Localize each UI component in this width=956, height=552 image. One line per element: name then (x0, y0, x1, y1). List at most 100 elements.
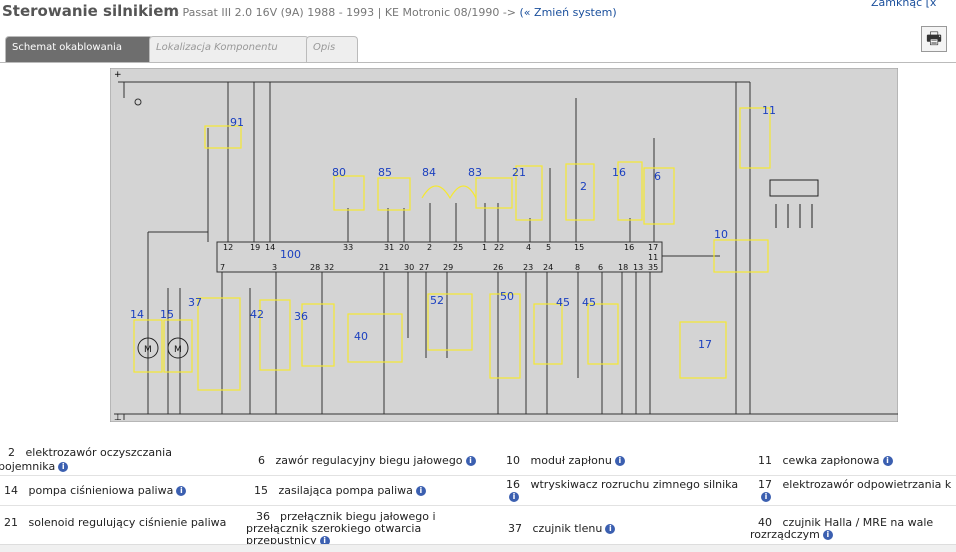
legend-text: czujnik Halla / MRE na wale (782, 516, 934, 529)
info-icon[interactable]: i (415, 486, 426, 496)
svg-text:14: 14 (265, 243, 275, 252)
info-icon[interactable]: i (319, 536, 330, 546)
svg-text:31: 31 (384, 243, 394, 252)
legend-num: 40 (758, 516, 772, 529)
diagram-label-2: 2 (580, 180, 587, 193)
tab-description[interactable]: Opis (306, 36, 358, 62)
svg-text:2: 2 (427, 243, 432, 252)
legend-num: 6 (258, 454, 265, 467)
svg-text:4: 4 (526, 243, 531, 252)
ecu-label: 100 (280, 248, 301, 261)
diagram-label-52: 52 (430, 294, 444, 307)
svg-text:+: + (114, 70, 122, 80)
legend-text-2: przełącznik szerokiego otwarcia (246, 522, 422, 535)
change-system-link[interactable]: (« Zmień system) (519, 6, 617, 19)
info-icon[interactable]: i (882, 456, 893, 466)
tab-wiring-diagram[interactable]: Schemat okablowania (5, 36, 153, 62)
svg-text:20: 20 (399, 243, 409, 252)
legend-num: 15 (254, 484, 268, 497)
page-title: Sterowanie silnikiem (2, 2, 179, 20)
diagram-label-42: 42 (250, 308, 264, 321)
header: Sterowanie silnikiem - Passat III 2.0 16… (0, 0, 956, 30)
legend-num: 36 (256, 510, 270, 523)
svg-text:6: 6 (598, 263, 603, 272)
svg-text:5: 5 (546, 243, 551, 252)
diagram-label-50: 50 (500, 290, 514, 303)
legend-item: przełącznik biegu jałowego i (280, 510, 490, 524)
footer-strip (0, 544, 956, 552)
info-icon[interactable]: i (176, 486, 187, 496)
legend-text: elektrozawór oczyszczania (25, 446, 172, 459)
legend-item-cont: przełącznik szerokiego otwarcia (246, 522, 496, 536)
close-link[interactable]: Zamknąć [x (871, 0, 937, 9)
svg-text:33: 33 (343, 243, 353, 252)
svg-text:26: 26 (493, 263, 503, 272)
print-icon[interactable]: 🖶 (921, 26, 947, 52)
legend-text: elektrozawór odpowietrzania k (782, 478, 952, 491)
vehicle-subtitle: - Passat III 2.0 16V (9A) 1988 - 1993 | … (175, 6, 617, 19)
legend-text: zawór regulacyjny biegu jałowego (275, 454, 463, 467)
legend-info-wrap: i (758, 490, 788, 504)
svg-text:25: 25 (453, 243, 463, 252)
legend-text: wtryskiwacz rozruchu zimnego silnika (530, 478, 739, 491)
info-icon[interactable]: i (509, 492, 519, 502)
svg-text:8: 8 (575, 263, 580, 272)
svg-text:35: 35 (648, 263, 658, 272)
tab-bar: Schemat okablowania Lokalizacja Komponen… (0, 36, 956, 63)
svg-text:18: 18 (618, 263, 628, 272)
diagram-label-80: 80 (332, 166, 346, 179)
legend-text: solenoid regulujący ciśnienie paliwa (28, 516, 227, 529)
svg-text:7: 7 (220, 263, 225, 272)
svg-text:M: M (174, 345, 182, 355)
svg-text:22: 22 (494, 243, 504, 252)
svg-text:27: 27 (419, 263, 429, 272)
legend-num: 11 (758, 454, 772, 467)
info-icon[interactable]: i (761, 492, 771, 502)
info-icon[interactable]: i (58, 462, 69, 472)
info-icon[interactable]: i (614, 456, 625, 466)
legend-num: 2 (8, 446, 15, 459)
svg-text:16: 16 (624, 243, 634, 252)
diagram-label-21: 21 (512, 166, 526, 179)
tab-component-location[interactable]: Lokalizacja Komponentu (149, 36, 309, 62)
diagram-label-6: 6 (654, 170, 661, 183)
legend-num: 37 (508, 522, 522, 535)
diagram-label-37: 37 (188, 296, 202, 309)
diagram-label-83: 83 (468, 166, 482, 179)
info-icon[interactable]: i (465, 456, 476, 466)
diagram-label-17: 17 (698, 338, 712, 351)
svg-text:11: 11 (648, 253, 658, 262)
svg-text:M: M (144, 345, 152, 355)
diagram-label-11: 11 (762, 104, 776, 117)
info-icon[interactable]: i (822, 530, 833, 540)
diagram-label-91: 91 (230, 116, 244, 129)
legend-num: 14 (4, 484, 18, 497)
svg-text:12: 12 (223, 243, 233, 252)
diagram-label-85: 85 (378, 166, 392, 179)
legend-item: 17 elektrozawór odpowietrzania k (758, 478, 956, 492)
diagram-label-45a: 45 (556, 296, 570, 309)
row-divider (0, 505, 956, 506)
diagram-label-16: 16 (612, 166, 626, 179)
legend-num: 10 (506, 454, 520, 467)
legend-item: 2 elektrozawór oczyszczania (8, 446, 238, 460)
legend-text-3: przepustnicy (246, 534, 317, 546)
diagram-label-40: 40 (354, 330, 368, 343)
svg-text:⊥: ⊥ (114, 413, 122, 422)
legend-text: zasilająca pompa paliwa (278, 484, 413, 497)
legend-num: 16 (506, 478, 520, 491)
info-icon[interactable]: i (605, 524, 616, 534)
legend-num: 21 (4, 516, 18, 529)
svg-text:32: 32 (324, 263, 334, 272)
legend-text-2: pojemnika (0, 460, 56, 473)
svg-text:23: 23 (523, 263, 533, 272)
svg-text:19: 19 (250, 243, 260, 252)
